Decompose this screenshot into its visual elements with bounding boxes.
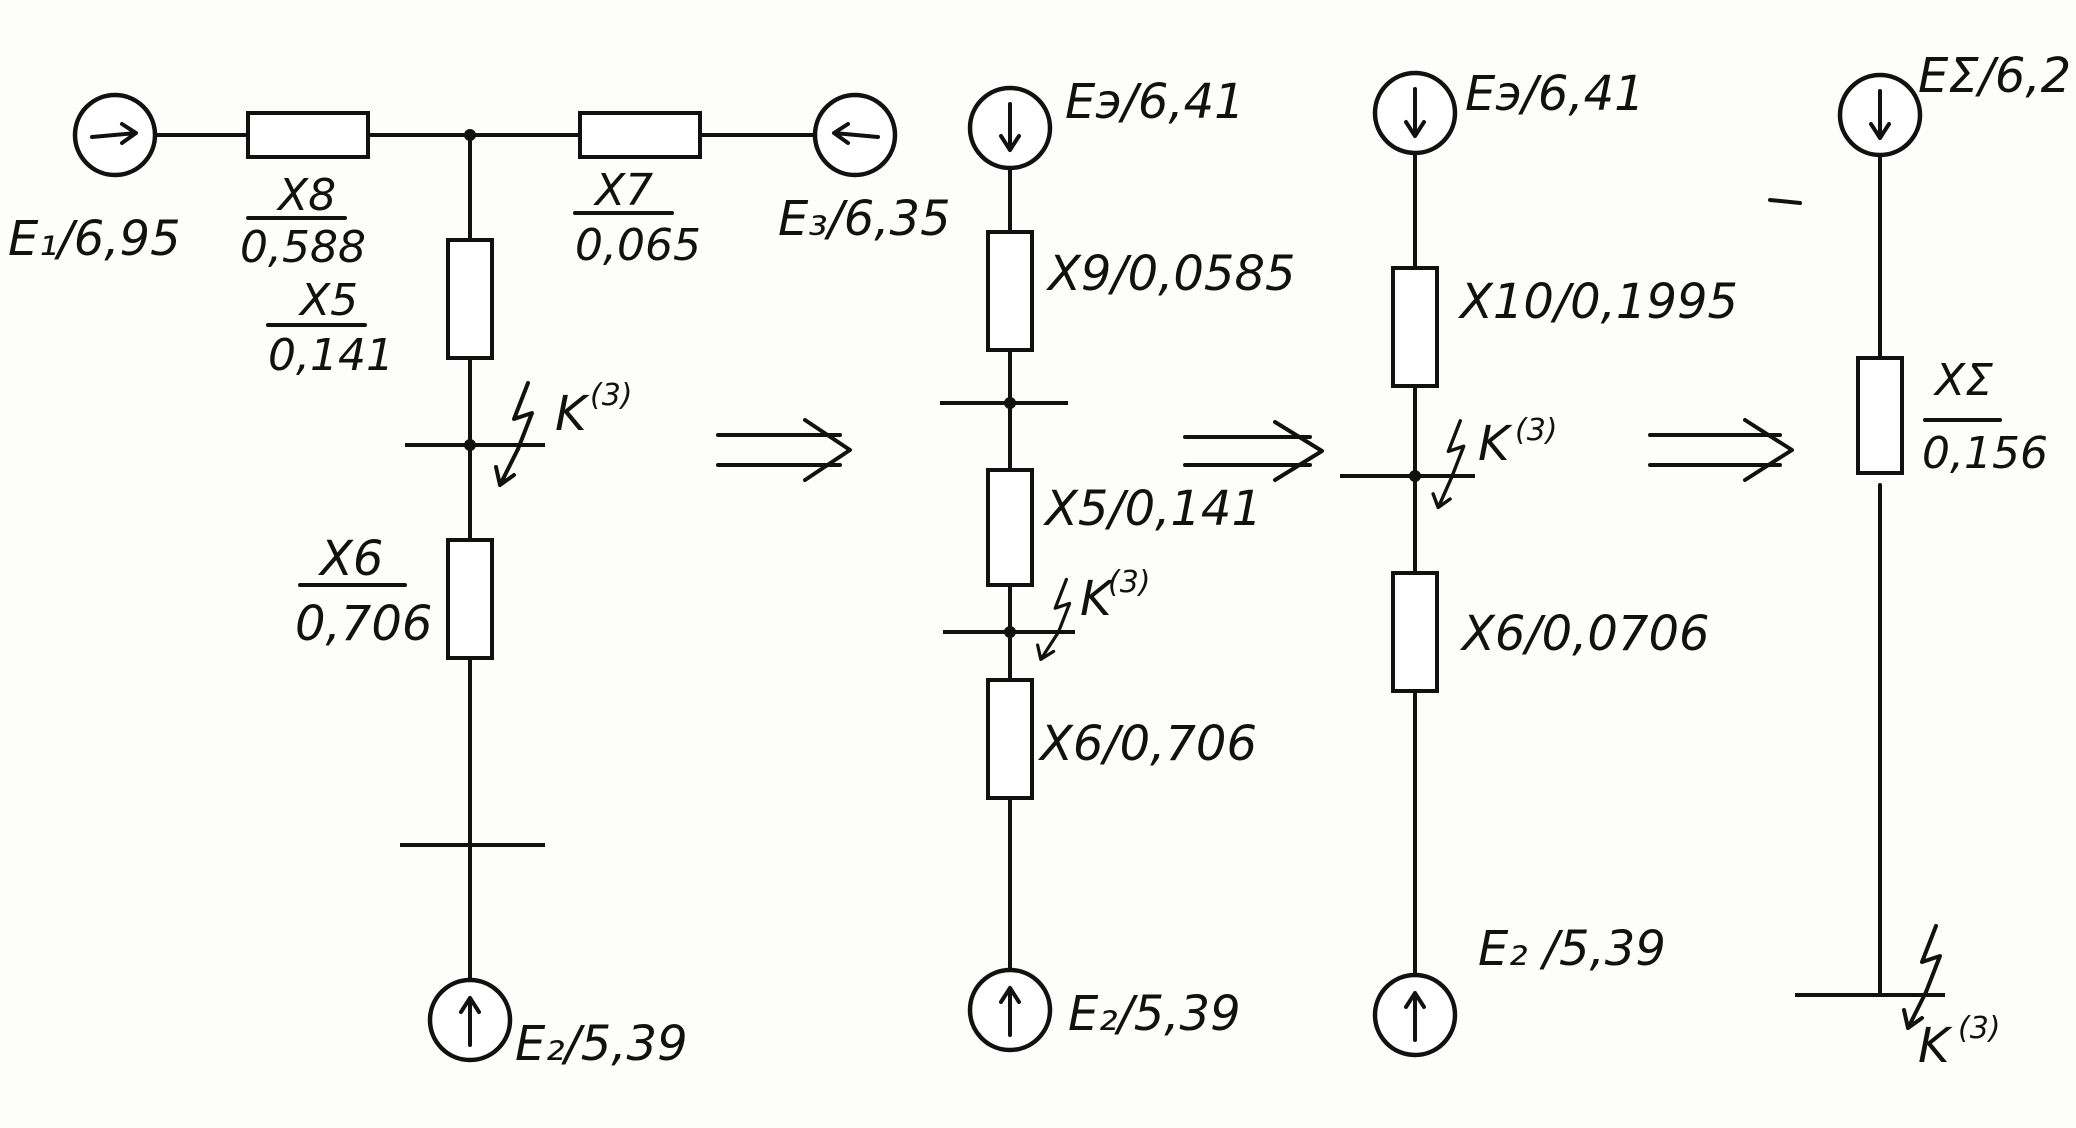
resistor-x6: [446, 538, 494, 660]
double-arrow-3-icon: [1648, 418, 1794, 482]
fault-node-stage3: [1409, 470, 1421, 482]
resistor-x7: [578, 111, 702, 159]
label-x7-value: 0,065: [575, 220, 701, 271]
lightning-fault-stage4-icon: [1902, 924, 1942, 1030]
label-x5-value: 0,141: [268, 330, 394, 381]
label-x6-stage3: X6/0,0706: [1459, 606, 1710, 662]
source-e2-stage2-icon: [967, 967, 1053, 1053]
source-ee-icon: [967, 85, 1053, 171]
source-esigma-icon: [1837, 72, 1923, 158]
double-arrow-icon: [716, 418, 852, 482]
stage-1-circuit: E₁/6,95 E₃/6,35 E₂/5,39 X8 0,588 X7 0,06…: [8, 92, 951, 1072]
source-ee-stage3-icon: [1372, 70, 1458, 156]
stray-mark: [1768, 198, 1802, 205]
source-e3-icon: [812, 92, 898, 178]
source-e2-icon: [427, 977, 513, 1063]
label-fault-k-stage3: K: [1478, 416, 1513, 472]
node-stage2-upper: [1004, 397, 1016, 409]
double-arrow-2-icon: [1183, 420, 1324, 482]
label-e3: E₃/6,35: [778, 191, 951, 247]
label-e2-stage2: E₂/5,39: [1068, 986, 1241, 1042]
resistor-x8: [246, 111, 370, 159]
resistor-x9: [986, 230, 1034, 352]
resistor-x5: [446, 238, 494, 360]
label-x9: X9/0,0585: [1045, 246, 1296, 302]
label-x6-value: 0,706: [295, 596, 432, 652]
resistor-x6-stage3: [1391, 571, 1439, 693]
lightning-fault-stage2-icon: [1035, 577, 1072, 662]
label-fault-k-stage4: K: [1918, 1018, 1953, 1074]
label-fault-k-stage2: K: [1080, 571, 1115, 627]
resistor-xsigma: [1856, 356, 1904, 475]
label-fault-sup: (3): [590, 378, 633, 413]
label-xsigma-value: 0,156: [1922, 428, 2048, 479]
stage-2-circuit: Eэ/6,41 X9/0,0585 X5/0,141 K (3) X6/0,70…: [940, 74, 1296, 1053]
label-x5-name: X5: [298, 275, 358, 326]
label-fault-k: K: [555, 386, 590, 442]
stage-3-circuit: Eэ/6,41 X10/0,1995 K (3) X6/0,0706 E₂ /5…: [1340, 66, 1738, 1058]
label-ee-stage3: Eэ/6,41: [1465, 66, 1645, 122]
label-x6-name: X6: [317, 531, 383, 587]
label-fault-sup-stage2: (3): [1108, 565, 1151, 600]
lightning-fault-icon: [494, 381, 534, 487]
label-x8-name: X8: [276, 170, 336, 221]
label-esigma: EΣ/6,2: [1918, 48, 2071, 104]
stage-4-circuit: EΣ/6,2 XΣ 0,156 K (3): [1768, 48, 2071, 1074]
label-x5-stage2: X5/0,141: [1042, 481, 1262, 537]
source-e2-stage3-icon: [1372, 972, 1458, 1058]
resistor-x10: [1391, 266, 1439, 388]
label-xsigma-name: XΣ: [1933, 355, 1993, 406]
label-e2: E₂/5,39: [515, 1016, 688, 1072]
fault-node-stage2: [1004, 626, 1016, 638]
label-ee-stage2: Eэ/6,41: [1065, 74, 1245, 130]
label-fault-sup-stage4: (3): [1958, 1011, 2001, 1046]
source-e1-icon: [72, 92, 158, 178]
label-e2-stage3: E₂ /5,39: [1478, 921, 1666, 977]
label-x8-value: 0,588: [240, 222, 366, 273]
fault-node: [464, 439, 476, 451]
label-x7-name: X7: [593, 165, 653, 216]
label-x6-stage2: X6/0,706: [1037, 716, 1257, 772]
label-x10: X10/0,1995: [1457, 274, 1738, 330]
label-e1: E₁/6,95: [8, 211, 181, 267]
resistor-x6-stage2: [986, 678, 1034, 800]
resistor-x5-stage2: [986, 468, 1034, 587]
label-fault-sup-stage3: (3): [1515, 413, 1558, 448]
lightning-fault-stage3-icon: [1431, 419, 1466, 510]
